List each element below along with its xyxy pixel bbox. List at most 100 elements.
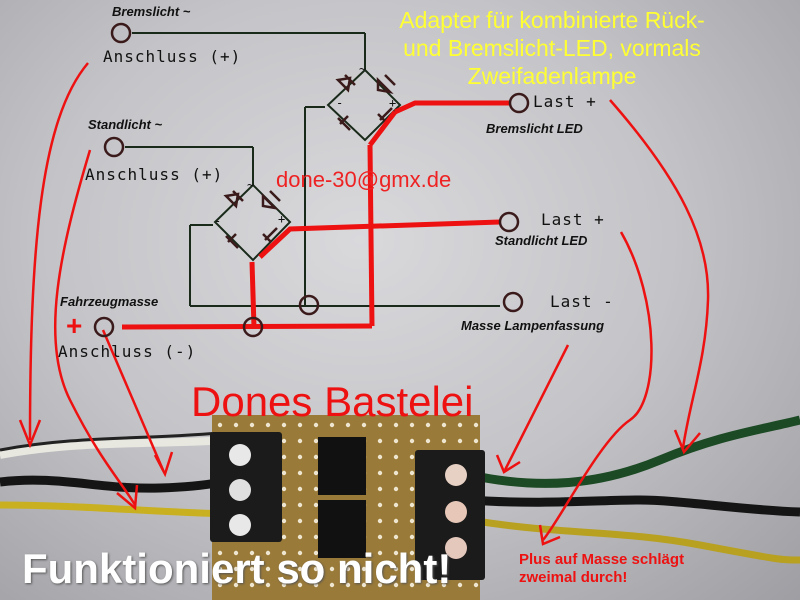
perfboard-hole: [313, 438, 319, 444]
perfboard-hole: [329, 422, 335, 428]
perfboard-hole: [377, 566, 383, 572]
perfboard-hole: [393, 454, 399, 460]
perfboard-hole: [281, 470, 287, 476]
fahrzeugmasse-terminal-label: Anschluss (-): [58, 342, 197, 361]
perfboard-hole: [425, 422, 431, 428]
yellow-wire-right: [469, 516, 800, 564]
standlicht-led-label: Standlicht LED: [495, 233, 588, 248]
green-wire-right: [469, 415, 800, 488]
perfboard-hole: [313, 550, 319, 556]
note-line: zweimal durch!: [519, 569, 628, 586]
perfboard-hole: [393, 422, 399, 428]
perfboard-hole: [297, 470, 303, 476]
perfboard-hole: [441, 422, 447, 428]
perfboard-hole: [409, 566, 415, 572]
perfboard-hole: [473, 422, 479, 428]
perfboard-hole: [297, 518, 303, 524]
perfboard-hole: [393, 534, 399, 540]
bremslicht-signal-label: Bremslicht ~: [112, 4, 191, 19]
terminal-bremslicht-in: [110, 22, 132, 44]
perfboard-hole: [233, 566, 239, 572]
bridge1-pin-ac: ~: [359, 62, 368, 76]
plus-marker: +: [66, 310, 83, 341]
perfboard-hole: [297, 438, 303, 444]
terminal-circles: [93, 22, 530, 338]
perfboard-hole: [265, 566, 271, 572]
perfboard-hole: [377, 502, 383, 508]
bremslicht-led-label: Bremslicht LED: [486, 121, 583, 136]
perfboard-hole: [265, 582, 271, 588]
diagram-title: Adapter für kombinierte Rück- und Bremsl…: [362, 6, 742, 90]
perfboard-hole: [217, 550, 223, 556]
bremslicht-led-terminal: Last +: [533, 92, 597, 111]
perfboard-hole: [249, 550, 255, 556]
perfboard-hole: [313, 454, 319, 460]
title-line: und Bremslicht-LED, vormals: [403, 35, 701, 61]
rectifier-chip-2: [318, 500, 366, 558]
red-wiring: [121, 100, 510, 330]
perfboard-hole: [361, 566, 367, 572]
perfboard-hole: [457, 582, 463, 588]
perfboard-hole: [393, 566, 399, 572]
perfboard-hole: [409, 502, 415, 508]
perfboard-hole: [425, 582, 431, 588]
screw: [445, 464, 467, 486]
perfboard-hole: [249, 566, 255, 572]
perfboard-hole: [313, 582, 319, 588]
perfboard-hole: [457, 438, 463, 444]
perfboard-hole: [377, 486, 383, 492]
perfboard-hole: [409, 486, 415, 492]
perfboard-hole: [345, 582, 351, 588]
perfboard-hole: [297, 550, 303, 556]
perfboard-hole: [265, 422, 271, 428]
perfboard-hole: [393, 486, 399, 492]
perfboard-hole: [409, 454, 415, 460]
perfboard-hole: [281, 534, 287, 540]
verdict-label: Funktioniert so nicht!: [22, 545, 452, 592]
perfboard-hole: [313, 534, 319, 540]
perfboard-hole: [297, 454, 303, 460]
terminal-junction-2: [298, 294, 320, 316]
screw: [445, 537, 467, 559]
perfboard-hole: [265, 550, 271, 556]
perfboard-hole: [297, 582, 303, 588]
perfboard-hole: [393, 502, 399, 508]
perfboard-hole: [313, 566, 319, 572]
perfboard-hole: [377, 518, 383, 524]
bremslicht-terminal-label: Anschluss (+): [103, 47, 242, 66]
perfboard-hole: [393, 550, 399, 556]
perfboard-hole: [441, 582, 447, 588]
terminal-bremslicht-out: [508, 92, 530, 114]
terminal-junction: [242, 316, 264, 338]
screw: [445, 501, 467, 523]
perfboard-hole: [361, 422, 367, 428]
perfboard-hole: [281, 454, 287, 460]
perfboard-hole: [297, 534, 303, 540]
perfboard-hole: [345, 566, 351, 572]
perfboard-hole: [441, 438, 447, 444]
perfboard-hole: [409, 470, 415, 476]
perfboard-hole: [329, 582, 335, 588]
note-line: Plus auf Masse schlägt: [519, 551, 685, 568]
perfboard-hole: [377, 550, 383, 556]
white-wire: [0, 436, 231, 459]
perfboard-hole: [361, 582, 367, 588]
perfboard-hole: [297, 486, 303, 492]
bridge2-pin-ac: ~: [247, 178, 256, 192]
perfboard-hole: [313, 486, 319, 492]
perfboard-hole: [281, 582, 287, 588]
title-line: Adapter für kombinierte Rück-: [399, 7, 705, 33]
standlicht-terminal-label: Anschluss (+): [85, 165, 224, 184]
perfboard-hole: [249, 582, 255, 588]
perfboard-hole: [377, 582, 383, 588]
brand-label: Dones Bastelei: [191, 378, 474, 425]
perfboard-hole: [393, 582, 399, 588]
black-wire-left: [0, 475, 231, 493]
perfboard-hole: [249, 422, 255, 428]
bridge2-pin-minus: -: [214, 214, 223, 228]
perfboard-hole: [409, 518, 415, 524]
rectifier-chip-1: [318, 437, 366, 495]
terminal-standlicht-out: [498, 211, 520, 233]
perfboard-hole: [473, 582, 479, 588]
